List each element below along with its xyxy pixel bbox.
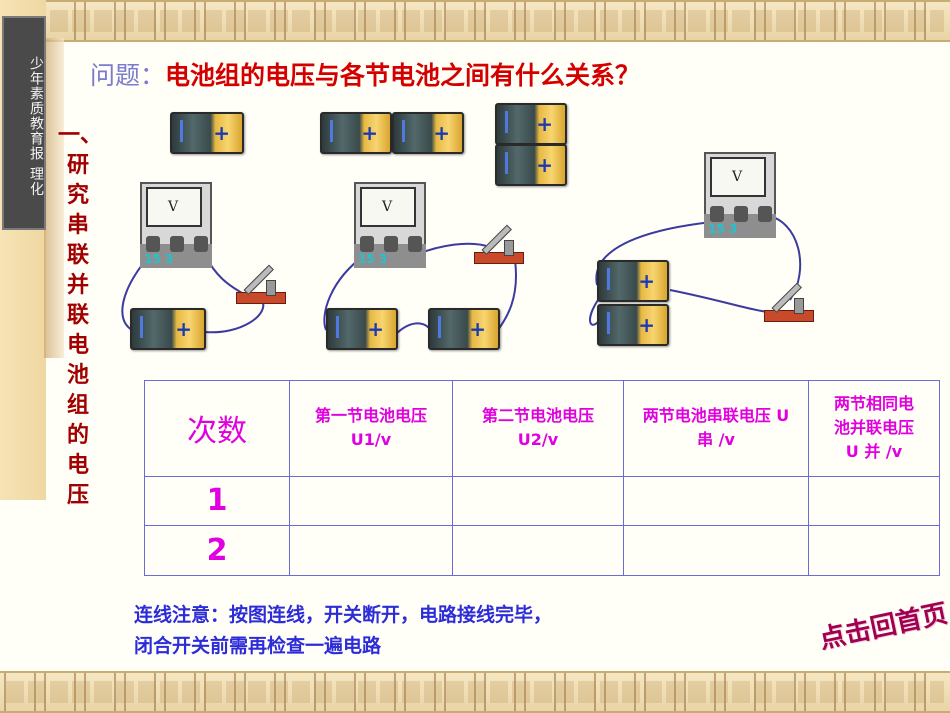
battery-icon: + — [597, 260, 669, 302]
header-parallel: 两节相同电池并联电压 U 并 /v — [808, 380, 940, 477]
voltmeter-terminal-label: 15 3 — [144, 252, 174, 266]
table-cell[interactable] — [289, 525, 453, 576]
question-label: 问题： — [90, 61, 166, 90]
table-cell[interactable] — [808, 475, 940, 527]
row-number: 2 — [144, 525, 290, 576]
voltmeter-icon: 15 3 — [704, 152, 776, 238]
battery-icon: + — [597, 304, 669, 346]
table-header-row: 次数 第一节电池电压 U1/v 第二节电池电压 U2/v 两节电池串联电压 U … — [144, 380, 940, 477]
header-u2: 第二节电池电压 U2/v — [452, 380, 624, 477]
table-cell[interactable] — [289, 475, 453, 527]
data-table: 次数 第一节电池电压 U1/v 第二节电池电压 U2/v 两节电池串联电压 U … — [144, 380, 940, 576]
question-line: 问题：电池组的电压与各节电池之间有什么关系？ — [90, 56, 640, 92]
switch-icon — [236, 264, 286, 308]
battery-icon: + — [428, 308, 500, 350]
battery-icon: + — [392, 112, 464, 154]
voltmeter-terminal-label: 15 3 — [708, 222, 738, 236]
battery-icon: + — [495, 144, 567, 186]
table-cell[interactable] — [623, 475, 809, 527]
switch-icon — [474, 224, 524, 268]
battery-icon: + — [130, 308, 206, 350]
row-number: 1 — [144, 475, 290, 527]
note-line-2: 闭合开关前需再检查一遍电路 — [134, 635, 382, 657]
header-series: 两节电池串联电压 U 串 /v — [623, 380, 809, 477]
bottom-decorative-border — [0, 671, 950, 713]
switch-icon — [764, 282, 814, 326]
voltmeter-icon: 15 3 — [140, 182, 212, 268]
table-cell[interactable] — [808, 525, 940, 576]
note-line-1: 连线注意：按图连线，开关断开，电路接线完毕， — [134, 604, 553, 626]
voltmeter-terminal-label: 15 3 — [358, 252, 388, 266]
wiring-note: 连线注意：按图连线，开关断开，电路接线完毕， 闭合开关前需再检查一遍电路 — [134, 600, 552, 662]
header-count: 次数 — [144, 380, 290, 477]
battery-icon: + — [326, 308, 398, 350]
top-decorative-border — [0, 0, 950, 42]
newspaper-logo: 少年素质教育报 理化 — [2, 16, 46, 230]
table-row: 1 — [144, 475, 940, 527]
header-u1: 第一节电池电压 U1/v — [289, 380, 453, 477]
battery-icon: + — [495, 103, 567, 145]
section-title: 一、研究串联并联电池组的电压 — [58, 122, 103, 508]
left-strip — [44, 38, 64, 358]
battery-icon: + — [170, 112, 244, 154]
table-cell[interactable] — [452, 475, 624, 527]
table-cell[interactable] — [452, 525, 624, 576]
battery-icon: + — [320, 112, 392, 154]
table-row: 2 — [144, 525, 940, 576]
voltmeter-icon: 15 3 — [354, 182, 426, 268]
question-text: 电池组的电压与各节电池之间有什么关系？ — [165, 61, 641, 90]
table-cell[interactable] — [623, 525, 809, 576]
